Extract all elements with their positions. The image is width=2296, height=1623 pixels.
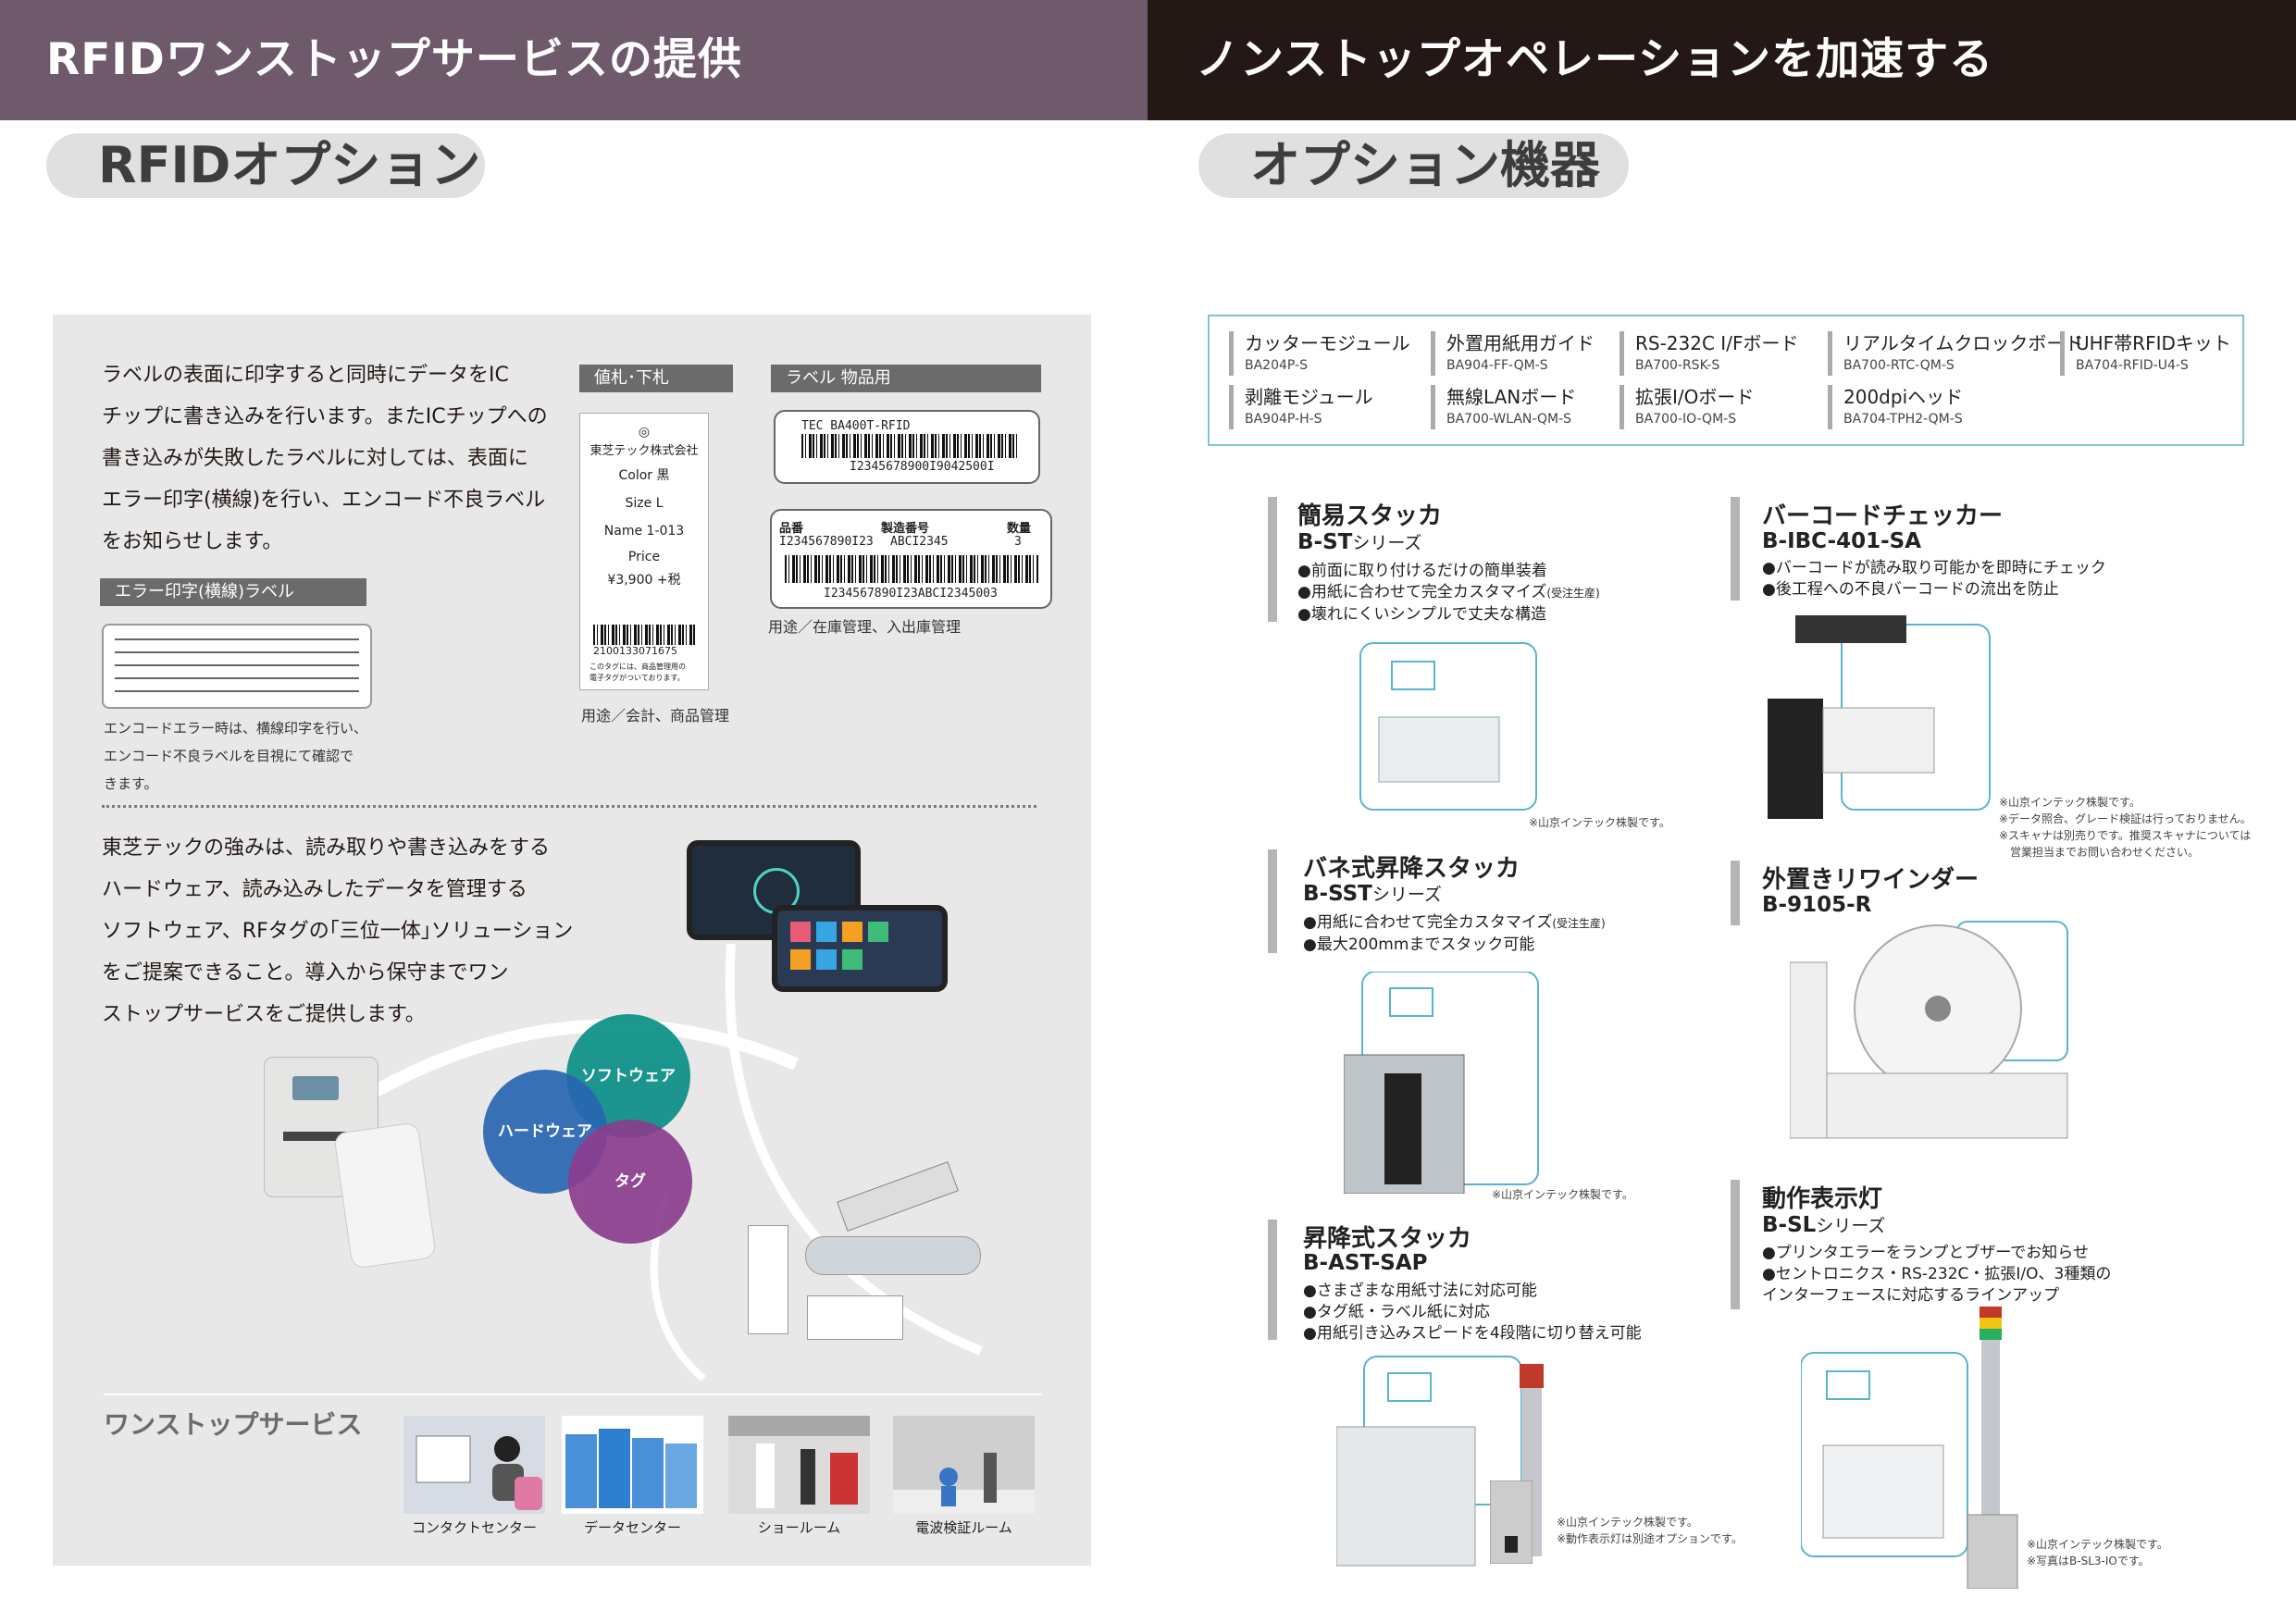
price-tag-usage: 用途／会計、商品管理 [581, 707, 730, 725]
goods-label-card-2: 品番 製造番号 数量 I234567890I23 ABCI2345 3 I234… [770, 509, 1052, 609]
signal-lamp-bullets: ●プリンタエラーをランプとブザーでお知らせ ●セントロニクス・RS-232C・拡… [1762, 1244, 2112, 1305]
venn-tag: タグ [568, 1120, 692, 1244]
spring-stacker-image [1344, 972, 1539, 1194]
lift-stacker-bullets: ●さまざまな用紙寸法に対応可能 ●タグ紙・ラベル紙に対応 ●用紙引き込みスピード… [1303, 1282, 1642, 1343]
contact-center-image [403, 1416, 545, 1514]
rfid-hang-tag-small [748, 1225, 788, 1334]
goods-label-title: ラベル 物品用 [771, 365, 1041, 392]
simple-stacker-note: ※山京インテック株製です。 [1529, 816, 1670, 829]
spring-stacker-title: バネ式昇降スタッカ [1303, 855, 1520, 883]
service-cap-datacenter: データセンター [583, 1519, 681, 1536]
simple-stacker-bullets: ●前面に取り付けるだけの簡単装着 ●用紙に合わせて完全カスタマイズ(受注生産) … [1297, 562, 1600, 624]
radio-test-room-image [893, 1416, 1035, 1514]
venn-hardware: ハードウェア [483, 1070, 607, 1194]
rewinder-model: B-9105-R [1762, 893, 1872, 917]
spring-stacker-model: B-SSTシリーズ [1303, 882, 1442, 906]
barcode-checker-model: B-IBC-401-SA [1762, 529, 1922, 553]
barcode-checker-image [1768, 615, 1991, 819]
lift-stacker-notes: ※山京インテック株製です。 ※動作表示灯は別途オプションです。 [1557, 1516, 1743, 1545]
options-list-box [1208, 315, 2244, 446]
signal-lamp-title: 動作表示灯 [1762, 1185, 1883, 1213]
error-label-title: エラー印字(横線)ラベル [100, 578, 366, 606]
strength-paragraph: 東芝テックの強みは、読み取りや書き込みをする ハードウェア、読み込みしたデータを… [102, 836, 574, 1026]
barcode-checker-bullets: ●バーコードが読み取り可能かを即時にチェック ●後工程への不良バーコードの流出を… [1762, 559, 2106, 599]
lift-stacker-model: B-AST-SAP [1303, 1251, 1428, 1275]
rewinder-title: 外置きリワインダー [1762, 866, 1980, 894]
spring-stacker-note: ※山京インテック株製です。 [1492, 1188, 1633, 1201]
error-label-sample [102, 624, 372, 709]
signal-lamp-notes: ※山京インテック株製です。 ※写真はB-SL3-IOです。 [2027, 1538, 2168, 1567]
rfid-option-heading: RFIDオプション [46, 133, 485, 198]
lift-stacker-title: 昇降式スタッカ [1303, 1225, 1472, 1253]
rewinder-image [1790, 921, 2068, 1139]
data-center-image [562, 1416, 703, 1514]
option-equipment-heading: オプション機器 [1198, 133, 1629, 198]
barcode-checker-notes: ※山京インテック株製です。 ※データ照合、グレード検証は行っておりません。 ※ス… [1999, 796, 2252, 859]
spring-stacker-bullets: ●用紙に合わせて完全カスタマイズ(受注生産) ●最大200mmまでスタック可能 [1303, 913, 1606, 954]
one-stop-title: ワンストップサービス [104, 1409, 363, 1440]
barcode-checker-title: バーコードチェッカー [1762, 502, 2004, 530]
price-tag-sample: ◎ 東芝テック株式会社 Color 黒 Size L Name 1-013 Pr… [579, 413, 709, 690]
rfid-label-small [807, 1295, 903, 1340]
lift-stacker-lamp-box [1490, 1481, 1533, 1564]
simple-stacker-model: B-STシリーズ [1297, 530, 1422, 554]
simple-stacker-title: 簡易スタッカ [1297, 502, 1443, 530]
intro-paragraph: ラベルの表面に印字すると同時にデータをIC チップに書き込みを行います。またIC… [102, 364, 548, 553]
rfid-key-tag-image [805, 1236, 981, 1275]
service-cap-contact: コンタクトセンター [411, 1519, 537, 1536]
goods-label-usage: 用途／在庫管理、入出庫管理 [768, 618, 962, 636]
goods-label-card-1: TEC BA400T-RFID I2345678900I9042500I [774, 410, 1040, 484]
signal-lamp-image [1801, 1307, 2018, 1589]
service-cap-radio-room: 電波検証ルーム [915, 1519, 1012, 1536]
service-cap-showroom: ショールーム [757, 1519, 841, 1536]
signal-lamp-model: B-SLシリーズ [1762, 1213, 1886, 1237]
lift-stacker-image [1336, 1356, 1544, 1567]
tablet-menu-app [772, 905, 948, 992]
price-tag-title: 値札･下札 [579, 365, 733, 392]
price-tag-barcode [593, 625, 695, 645]
left-banner-title: RFIDワンストップサービスの提供 [0, 0, 1148, 120]
error-label-caption: エンコードエラー時は、横線印字を行い、 エンコード不良ラベルを目視にて確認で き… [104, 720, 368, 792]
showroom-image [728, 1416, 870, 1514]
right-banner-title: ノンストップオペレーションを加速する [1148, 0, 2296, 120]
simple-stacker-image [1359, 642, 1537, 811]
section-divider [102, 805, 1036, 808]
